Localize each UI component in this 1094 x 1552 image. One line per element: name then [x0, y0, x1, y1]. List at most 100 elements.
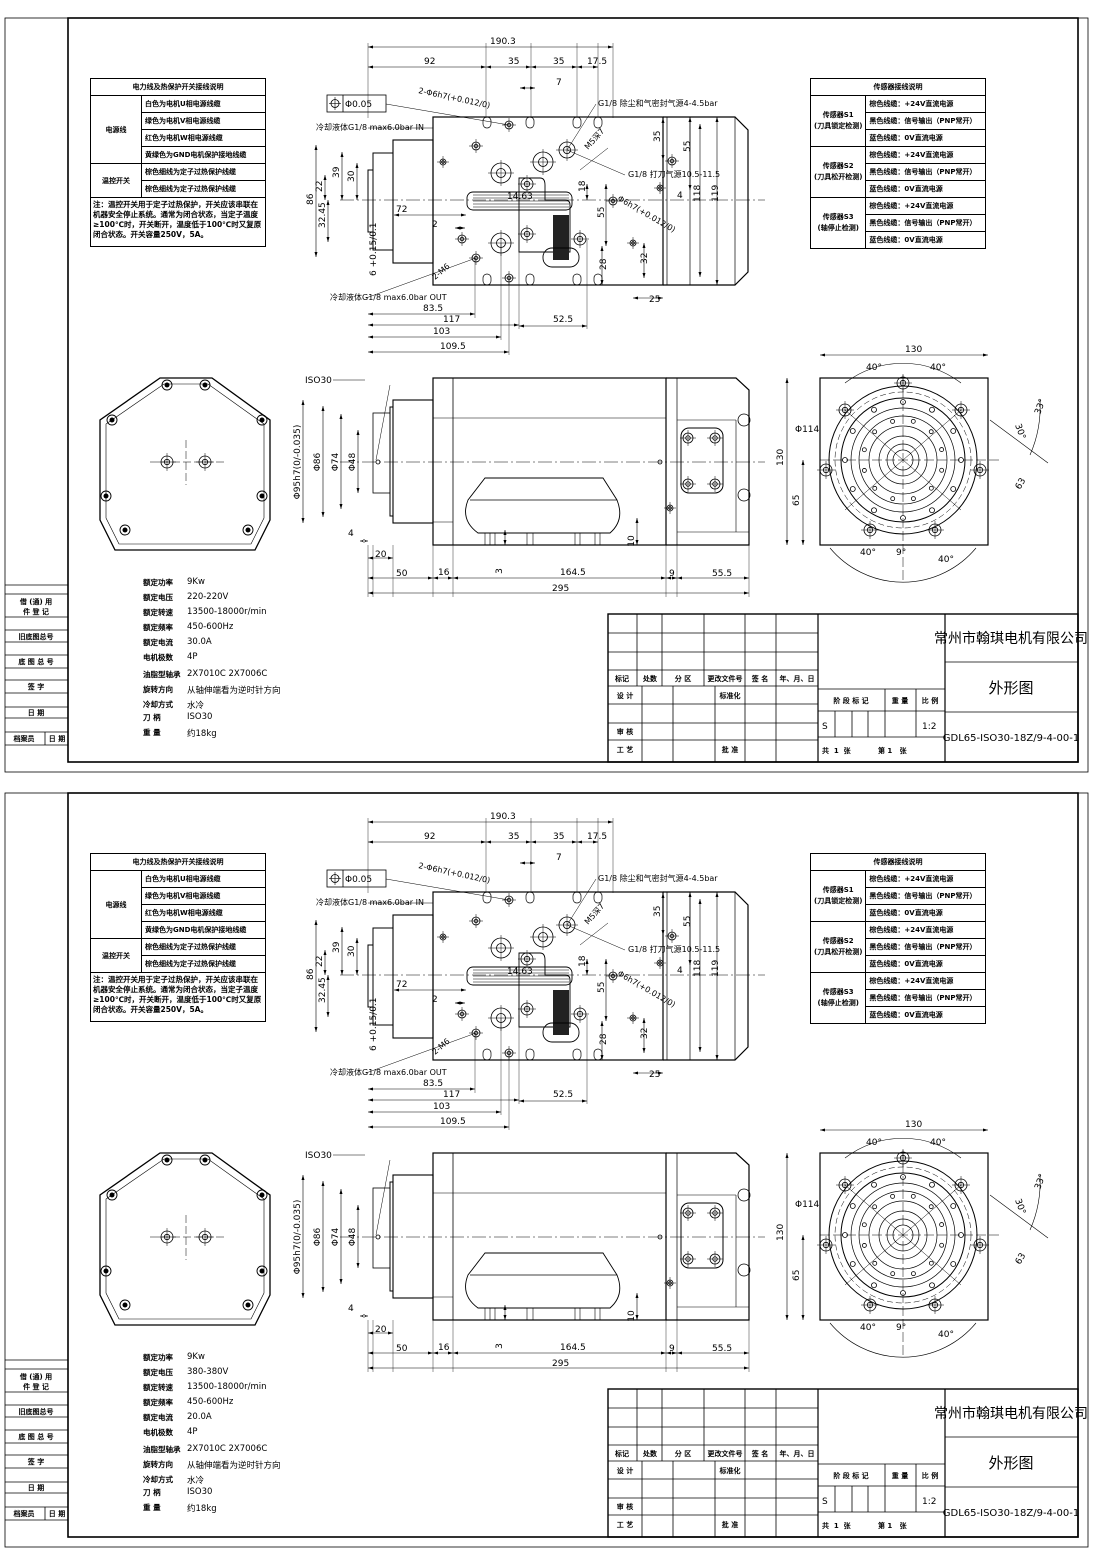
sheet-number: 第 1 张: [878, 1521, 908, 1530]
spec-value: ISO30: [187, 712, 213, 722]
table-cell: 棕色细线为定子过热保护线缆: [141, 955, 266, 973]
table-cell: 棕色线缆：+24V直流电源: [865, 146, 986, 164]
dimension-label: 190.3: [490, 37, 516, 47]
sensor-label: 传感器S2 (刀具松开检测): [809, 921, 867, 973]
power-wiring-table: 电力线及热保护开关接线说明 电源线白色为电机U相电源线缆 绿色为电机V相电源线缆…: [90, 853, 266, 1022]
stage-mark: S: [822, 722, 828, 732]
role-label: 审 核: [617, 727, 633, 736]
spec-label: 冷却方式: [143, 1475, 173, 1484]
spec-label: 额定电压: [143, 593, 173, 602]
table-cell: 棕色细线为定子过热保护线缆: [141, 163, 266, 181]
dimension-label: Φ48: [348, 452, 358, 471]
dimension-label: 164.5: [560, 1343, 586, 1353]
rear-end-view: [99, 377, 271, 551]
strip-label: 签 字: [27, 682, 44, 691]
title-block: [607, 1388, 1079, 1538]
callout-m6: 2-M6: [431, 1037, 452, 1057]
role-label: 批 准: [722, 1520, 738, 1529]
strip-label: 日 期: [28, 708, 44, 717]
spec-value: 9Kw: [187, 1352, 205, 1362]
strip-label: 日 期: [49, 1509, 65, 1518]
strip-label: 旧底图总号: [19, 1407, 54, 1416]
drawing-number: GDL65-ISO30-18Z/9-4-00-1: [943, 1508, 1079, 1519]
dimension-label: 65: [792, 495, 802, 506]
strip-label: 借 (通) 用: [19, 597, 52, 606]
dimension-label: 4: [348, 1304, 354, 1314]
table-cell: 黑色线缆：信号输出（PNP常开）: [865, 112, 986, 130]
dimension-label: 92: [424, 57, 435, 67]
stage-mark: S: [822, 1497, 828, 1507]
dimension-label: 52.5: [553, 315, 573, 325]
dimension-label: 35: [508, 832, 519, 842]
spec-label: 额定频率: [143, 1398, 173, 1407]
company-name: 常州市翰琪电机有限公司: [934, 1405, 1088, 1422]
dimension-label: 117: [443, 315, 460, 325]
spec-label: 额定功率: [143, 1353, 173, 1362]
table-cell: 棕色线缆：+24V直流电源: [865, 870, 986, 888]
callout-coolant-in: 冷却液体G1/8 max6.0bar IN: [316, 122, 424, 132]
title-block: [607, 613, 1079, 763]
table-cell: 绿色为电机V相电源线缆: [141, 112, 266, 130]
dimension-label: 25: [649, 1070, 660, 1080]
sensor-name: 传感器S2: [822, 937, 854, 945]
spec-value: 从轴伸端看为逆时针方向: [187, 1461, 281, 1471]
sensor-label: 传感器S3(轴停止检测): [809, 972, 867, 1024]
callout-coolant-out: 冷却液体G1/8 max6.0bar OUT: [330, 1067, 447, 1077]
dimension-label: 2: [432, 995, 438, 1005]
spec-label: 油脂型轴承: [143, 670, 181, 679]
sheet-total: 共 1 张: [822, 1521, 852, 1530]
rear-end-view: [99, 1152, 271, 1326]
table-cell: 蓝色线缆：0V直流电源: [865, 180, 986, 198]
table-cell: 红色为电机W相电源线缆: [141, 129, 266, 147]
role-label: 批 准: [722, 745, 738, 754]
sheet-total: 共 1 张: [822, 746, 852, 755]
table-cell: 黑色线缆：信号输出（PNP常开）: [865, 938, 986, 956]
spec-value: 4P: [187, 652, 198, 662]
spec-value: 从轴伸端看为逆时针方向: [187, 686, 281, 696]
dimension-label: 9°: [896, 548, 906, 558]
sensor-desc: (轴停止检测): [817, 224, 859, 232]
dimension-label: 4: [677, 966, 683, 976]
dimension-label: Φ86: [313, 452, 323, 471]
table-note: 注：温控开关用于定子过热保护，开关应该串联在机器安全停止系统。通常为闭合状态，当…: [90, 197, 266, 247]
left-record-strip: 借 (通) 用件 登 记旧底图总号底 图 总 号签 字日 期档案员日 期: [5, 584, 68, 746]
table-cell: 蓝色线缆：0V直流电源: [865, 1006, 986, 1024]
sensor-label: 传感器S1(刀具锁定检测): [809, 870, 867, 922]
dimension-label: 130: [905, 1120, 922, 1130]
dimension-label: 103: [433, 327, 450, 337]
spec-label: 重 量: [143, 1503, 161, 1512]
strip-label: 旧底图总号: [19, 632, 54, 641]
dimension-label: 14.63: [507, 967, 533, 977]
callout-air-seal: G1/8 除尘和气密封气源4-4.5bar: [598, 98, 718, 108]
dimension-label: 109.5: [440, 342, 466, 352]
sensor-label: 传感器S3(轴停止检测): [809, 197, 867, 249]
stage-header: 重 量: [892, 1471, 908, 1480]
dimension-label: 65: [792, 1270, 802, 1281]
strip-label: 日 期: [28, 1483, 44, 1492]
sensor-desc: (刀具松开检测): [814, 948, 863, 956]
revision-header: 年、月、日: [780, 674, 815, 683]
dimension-label: 63: [1014, 1252, 1028, 1267]
dimension-label: 40°: [930, 1138, 946, 1148]
sensor-label: 传感器S2(刀具松开检测): [809, 146, 867, 198]
spec-value: 13500-18000r/min: [187, 607, 267, 617]
callout-pin-hole: Φ6h7(+0.012/0): [616, 194, 677, 234]
spec-value: 水冷: [187, 701, 205, 711]
sensor-wiring-table: 传感器接线说明传感器S1(刀具锁定检测)棕色线缆：+24V直流电源 黑色线缆：信…: [809, 853, 986, 1024]
revision-header: 标记: [614, 1449, 629, 1458]
stage-header: 比 例: [922, 1471, 938, 1480]
spec-label: 额定电流: [143, 1413, 173, 1422]
dimension-label: 118: [693, 185, 703, 202]
table-cell: 黄绿色为GND电机保护接地线缆: [141, 146, 266, 164]
sensor-name: 传感器S1: [822, 111, 854, 119]
dimension-label: 18: [578, 955, 588, 967]
dimension-label: 35: [508, 57, 519, 67]
dimension-label: 9: [669, 1344, 675, 1354]
spec-value: 220-220V: [187, 592, 229, 602]
callout-pin-hole: Φ6h7(+0.012/0): [616, 969, 677, 1009]
drawing-name: 外形图: [988, 679, 1033, 697]
dimension-label: 50: [396, 569, 408, 579]
taper-label: ISO30: [305, 1151, 332, 1161]
dimension-label: 16: [438, 568, 450, 578]
spec-value: 约18kg: [187, 1504, 217, 1514]
